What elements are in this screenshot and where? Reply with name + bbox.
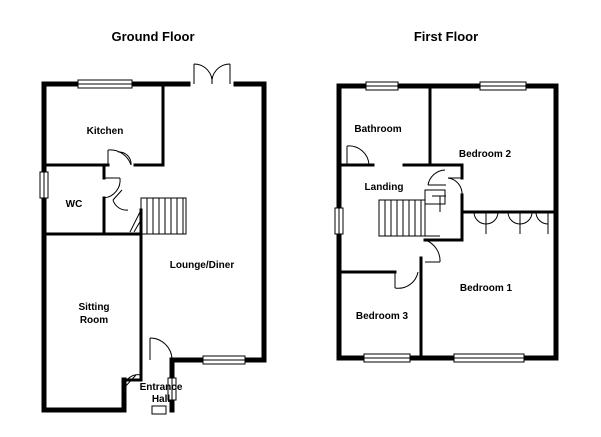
first-inner-walls [339, 86, 556, 358]
ground-floor-plan: Kitchen WC Lounge/Diner Sitting Room Ent… [39, 63, 267, 415]
kitchen-label: Kitchen [87, 126, 124, 137]
wc-label: WC [66, 199, 83, 210]
ground-doors [103, 149, 173, 389]
ground-floor-title: Ground Floor [111, 29, 194, 44]
bedroom-2-label: Bedroom 2 [459, 149, 512, 160]
ground-inner-walls [44, 84, 165, 382]
bedroom-1-wardrobe-doors [473, 211, 549, 234]
entrance-hall-label-line2: Hall [152, 394, 171, 405]
bedroom-3-label: Bedroom 3 [356, 311, 409, 322]
sitting-room-label-line1: Sitting [78, 302, 109, 313]
first-floor-title: First Floor [414, 29, 478, 44]
first-doors [346, 145, 463, 289]
lounge-french-doors [193, 63, 231, 85]
first-floor-plan: Bathroom Bedroom 2 Landing Bedroom 1 Bed… [334, 81, 559, 363]
sitting-room-label-line2: Room [80, 315, 108, 326]
front-door-window [151, 405, 167, 415]
ground-windows [39, 79, 246, 415]
ground-staircase [129, 197, 187, 235]
first-staircase [378, 195, 446, 237]
bedroom-1-label: Bedroom 1 [460, 283, 513, 294]
first-windows [334, 81, 527, 363]
lounge-diner-label: Lounge/Diner [170, 260, 235, 271]
bathroom-label: Bathroom [354, 124, 401, 135]
landing-label: Landing [365, 182, 404, 193]
entrance-hall-label-line1: Entrance [140, 382, 183, 393]
